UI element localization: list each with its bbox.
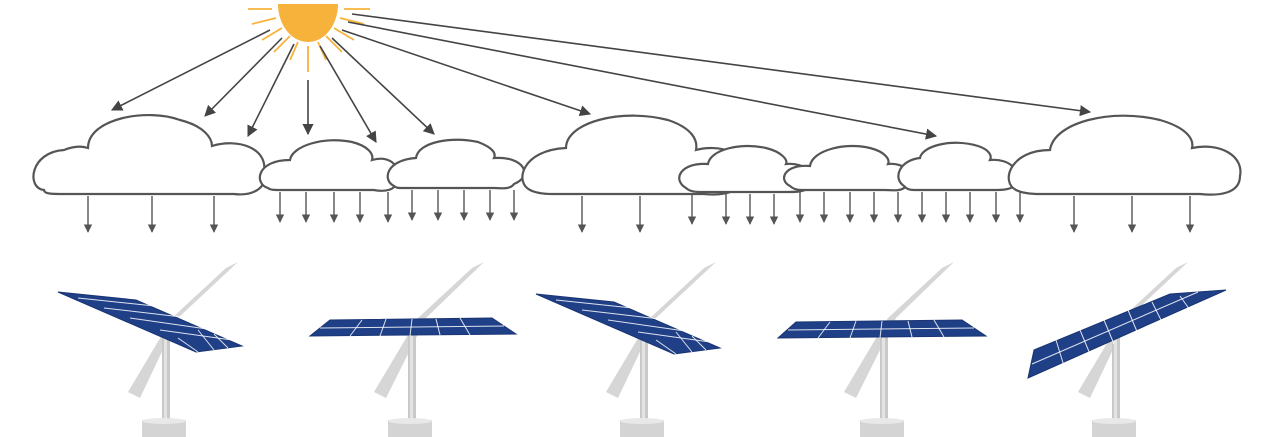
tracker-base xyxy=(1092,420,1136,437)
solar-tracker xyxy=(535,262,722,437)
cloud xyxy=(897,141,1019,192)
panel-grid xyxy=(77,297,233,353)
solar-trackers xyxy=(57,262,1227,437)
cloud xyxy=(783,144,912,192)
sun-rays xyxy=(248,8,370,72)
sunlight-arrows xyxy=(111,13,1092,143)
cloud xyxy=(678,144,814,194)
solar-tracker xyxy=(308,262,518,437)
panel-grid xyxy=(787,319,975,339)
sun-icon xyxy=(248,4,370,72)
sun-disc xyxy=(278,4,338,42)
sunlight-arrow xyxy=(331,37,435,135)
sunlight-arrow xyxy=(111,29,271,111)
panel-grid xyxy=(319,317,505,337)
sunlight-arrow xyxy=(347,21,938,140)
sunlight-arrow xyxy=(247,43,295,138)
diffuse-light-arrows xyxy=(83,190,1195,233)
solar-panel xyxy=(535,293,722,355)
sunlight-arrow xyxy=(351,13,1092,117)
solar-tracker xyxy=(1027,262,1227,437)
solar-panel xyxy=(57,291,244,353)
panel-shadow xyxy=(374,262,484,398)
tracker-base xyxy=(620,420,664,437)
tracker-base xyxy=(860,420,904,437)
panel-grid xyxy=(555,299,711,355)
clouds xyxy=(32,113,1242,196)
panel-shadow xyxy=(844,262,954,398)
cloud xyxy=(258,139,399,192)
sunlight-arrow xyxy=(204,37,283,117)
solar-panel xyxy=(1027,289,1227,379)
sunlight-arrow xyxy=(341,29,592,117)
solar-tracker xyxy=(57,262,244,437)
panel-shadow xyxy=(1078,262,1188,398)
cloud xyxy=(386,138,526,190)
solar-tracker xyxy=(776,262,988,437)
tracker-base xyxy=(142,420,186,437)
panel-grid xyxy=(1031,291,1199,367)
panel-shadow xyxy=(128,262,238,398)
tracker-base xyxy=(388,420,432,437)
cloud xyxy=(32,113,266,196)
cloud xyxy=(1007,114,1242,196)
sunlight-arrow xyxy=(319,45,377,143)
panel-shadow xyxy=(606,262,716,398)
